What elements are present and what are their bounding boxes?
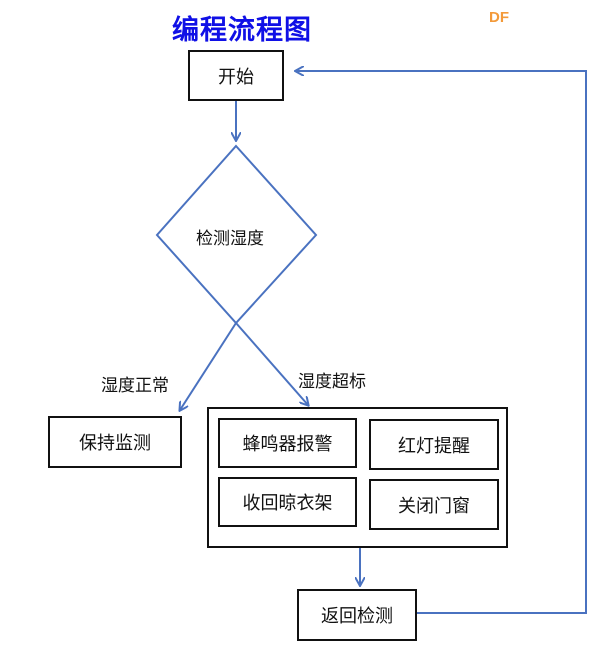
red-light-node: 红灯提醒 — [369, 419, 499, 470]
diagram-title: 编程流程图 — [172, 15, 312, 46]
decision-label: 检测湿度 — [196, 229, 264, 249]
action-group: 蜂鸣器报警 红灯提醒 收回晾衣架 关闭门窗 — [207, 407, 508, 548]
arrow-normal — [180, 322, 237, 410]
retract-rack-node: 收回晾衣架 — [218, 477, 357, 527]
edge-label-normal: 湿度正常 — [101, 376, 169, 396]
df-logo: DF — [489, 9, 509, 26]
arrow-exceeded — [235, 322, 308, 405]
arrow-loop-back — [296, 71, 587, 614]
edge-label-exceeded: 湿度超标 — [298, 372, 366, 392]
start-node: 开始 — [188, 50, 284, 101]
buzzer-alarm-node: 蜂鸣器报警 — [218, 418, 357, 468]
return-check-node: 返回检测 — [297, 589, 417, 641]
close-window-node: 关闭门窗 — [369, 479, 499, 530]
keep-monitoring-node: 保持监测 — [48, 416, 182, 468]
